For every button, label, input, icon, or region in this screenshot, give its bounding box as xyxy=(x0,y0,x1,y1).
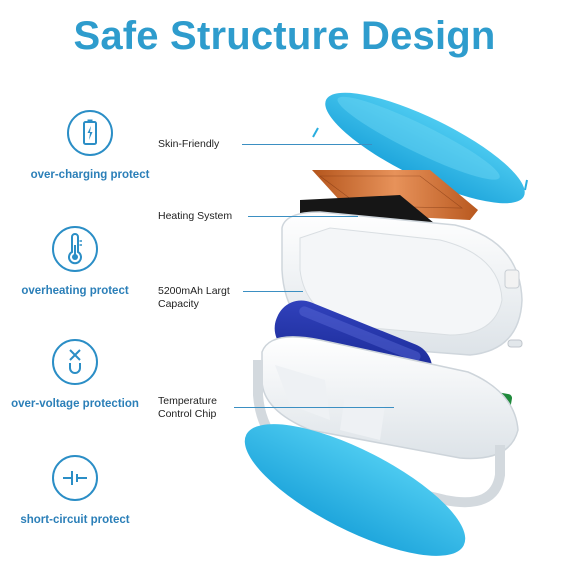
feature-label: over-voltage protection xyxy=(11,398,139,410)
leader-line xyxy=(234,407,394,408)
leader-line xyxy=(243,291,303,292)
part-label-line: Control Chip xyxy=(158,408,217,420)
battery-charge-icon xyxy=(67,110,113,156)
feature-overcharging: over-charging protect xyxy=(15,110,165,181)
part-label-line: Temperature xyxy=(158,395,217,407)
feature-label: short-circuit protect xyxy=(20,514,130,526)
part-label-heating: Heating System xyxy=(158,210,232,223)
bottom-shell xyxy=(244,424,466,556)
part-label-line: Heating System xyxy=(158,210,233,222)
feature-overvoltage: over-voltage protection xyxy=(0,339,150,410)
bottom-tray xyxy=(253,336,519,508)
part-label-capacity: 5200mAh Largt Capacity xyxy=(158,285,230,311)
top-shell xyxy=(325,92,525,204)
short-circuit-icon xyxy=(52,455,98,501)
feature-label: overheating protect xyxy=(21,285,129,297)
part-label-skin: Skin-Friendly xyxy=(158,138,219,151)
feature-label: over-charging protect xyxy=(30,169,150,181)
feature-overheating: overheating protect xyxy=(0,226,150,297)
page-title: Safe Structure Design xyxy=(73,14,496,58)
thermometer-icon xyxy=(52,226,98,272)
leader-line xyxy=(242,144,372,145)
feature-shortcircuit: short-circuit protect xyxy=(0,455,150,526)
part-label-line: 5200mAh Largt xyxy=(158,285,230,297)
part-label-line: Skin-Friendly xyxy=(158,138,220,150)
voltage-icon xyxy=(52,339,98,385)
leader-line xyxy=(248,216,358,217)
part-label-line: Capacity xyxy=(158,298,199,310)
part-label-chip: Temperature Control Chip xyxy=(158,395,217,421)
